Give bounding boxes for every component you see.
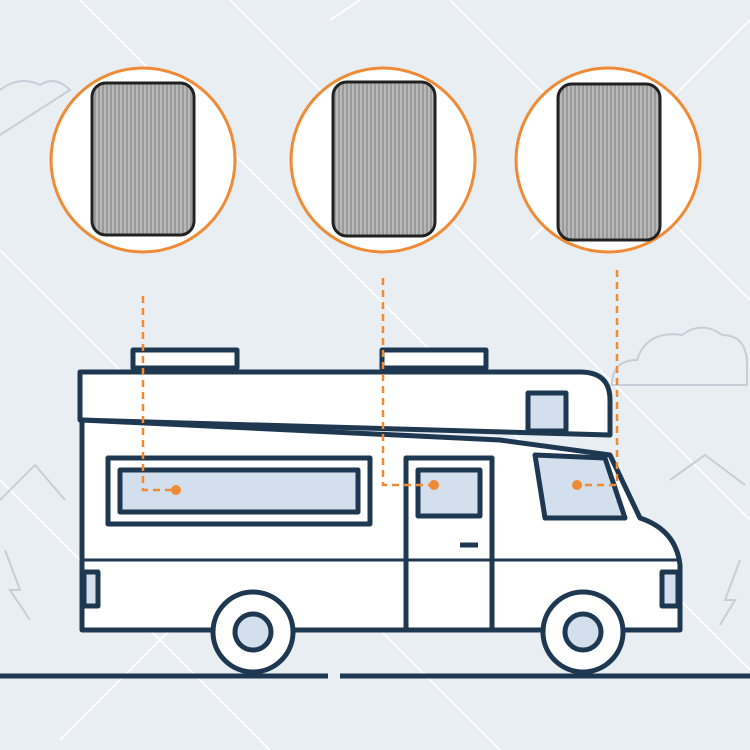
location-dots bbox=[171, 480, 582, 495]
cloud-icon bbox=[0, 80, 748, 386]
roof-vent-2 bbox=[379, 347, 489, 371]
shade-circle-2 bbox=[289, 66, 477, 254]
roof-vent-1 bbox=[130, 347, 240, 371]
shade-circle-3 bbox=[514, 66, 702, 254]
shade-circle-1 bbox=[49, 66, 237, 254]
dot-side-window bbox=[171, 485, 181, 495]
mountain-icon bbox=[0, 453, 746, 626]
cab-over-window bbox=[525, 390, 569, 434]
rv-cab-over bbox=[77, 369, 613, 438]
dot-door-window bbox=[429, 480, 439, 490]
leader-lines bbox=[141, 270, 619, 492]
head-light bbox=[659, 569, 681, 609]
door-window bbox=[415, 467, 483, 519]
tail-light bbox=[81, 569, 101, 609]
dot-windshield bbox=[572, 480, 582, 490]
